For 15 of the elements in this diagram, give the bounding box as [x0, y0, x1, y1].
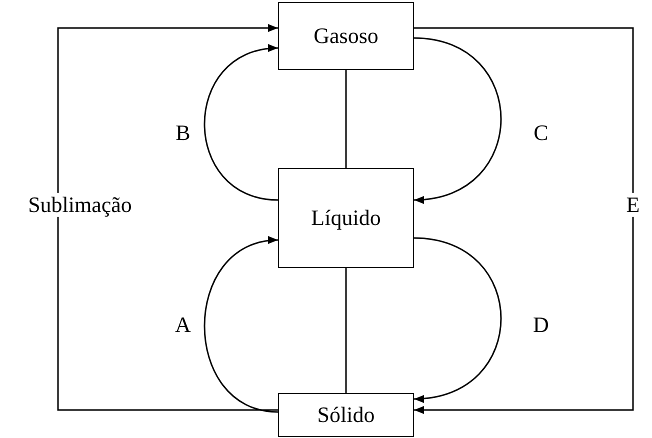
state-box — [278, 393, 414, 437]
arrow — [414, 237, 502, 402]
connector-line — [345, 70, 347, 168]
state-label: Líquido — [311, 205, 381, 231]
edge-label: E — [624, 192, 642, 218]
arrow — [204, 45, 278, 201]
connector-line — [345, 268, 347, 393]
state-label: Gasoso — [314, 23, 378, 49]
arrow — [414, 27, 634, 414]
arrow — [414, 37, 502, 203]
arrow — [57, 24, 278, 411]
state-box — [278, 2, 414, 70]
state-box — [278, 168, 414, 268]
state-label: Sólido — [317, 402, 375, 428]
arrow — [204, 238, 278, 413]
